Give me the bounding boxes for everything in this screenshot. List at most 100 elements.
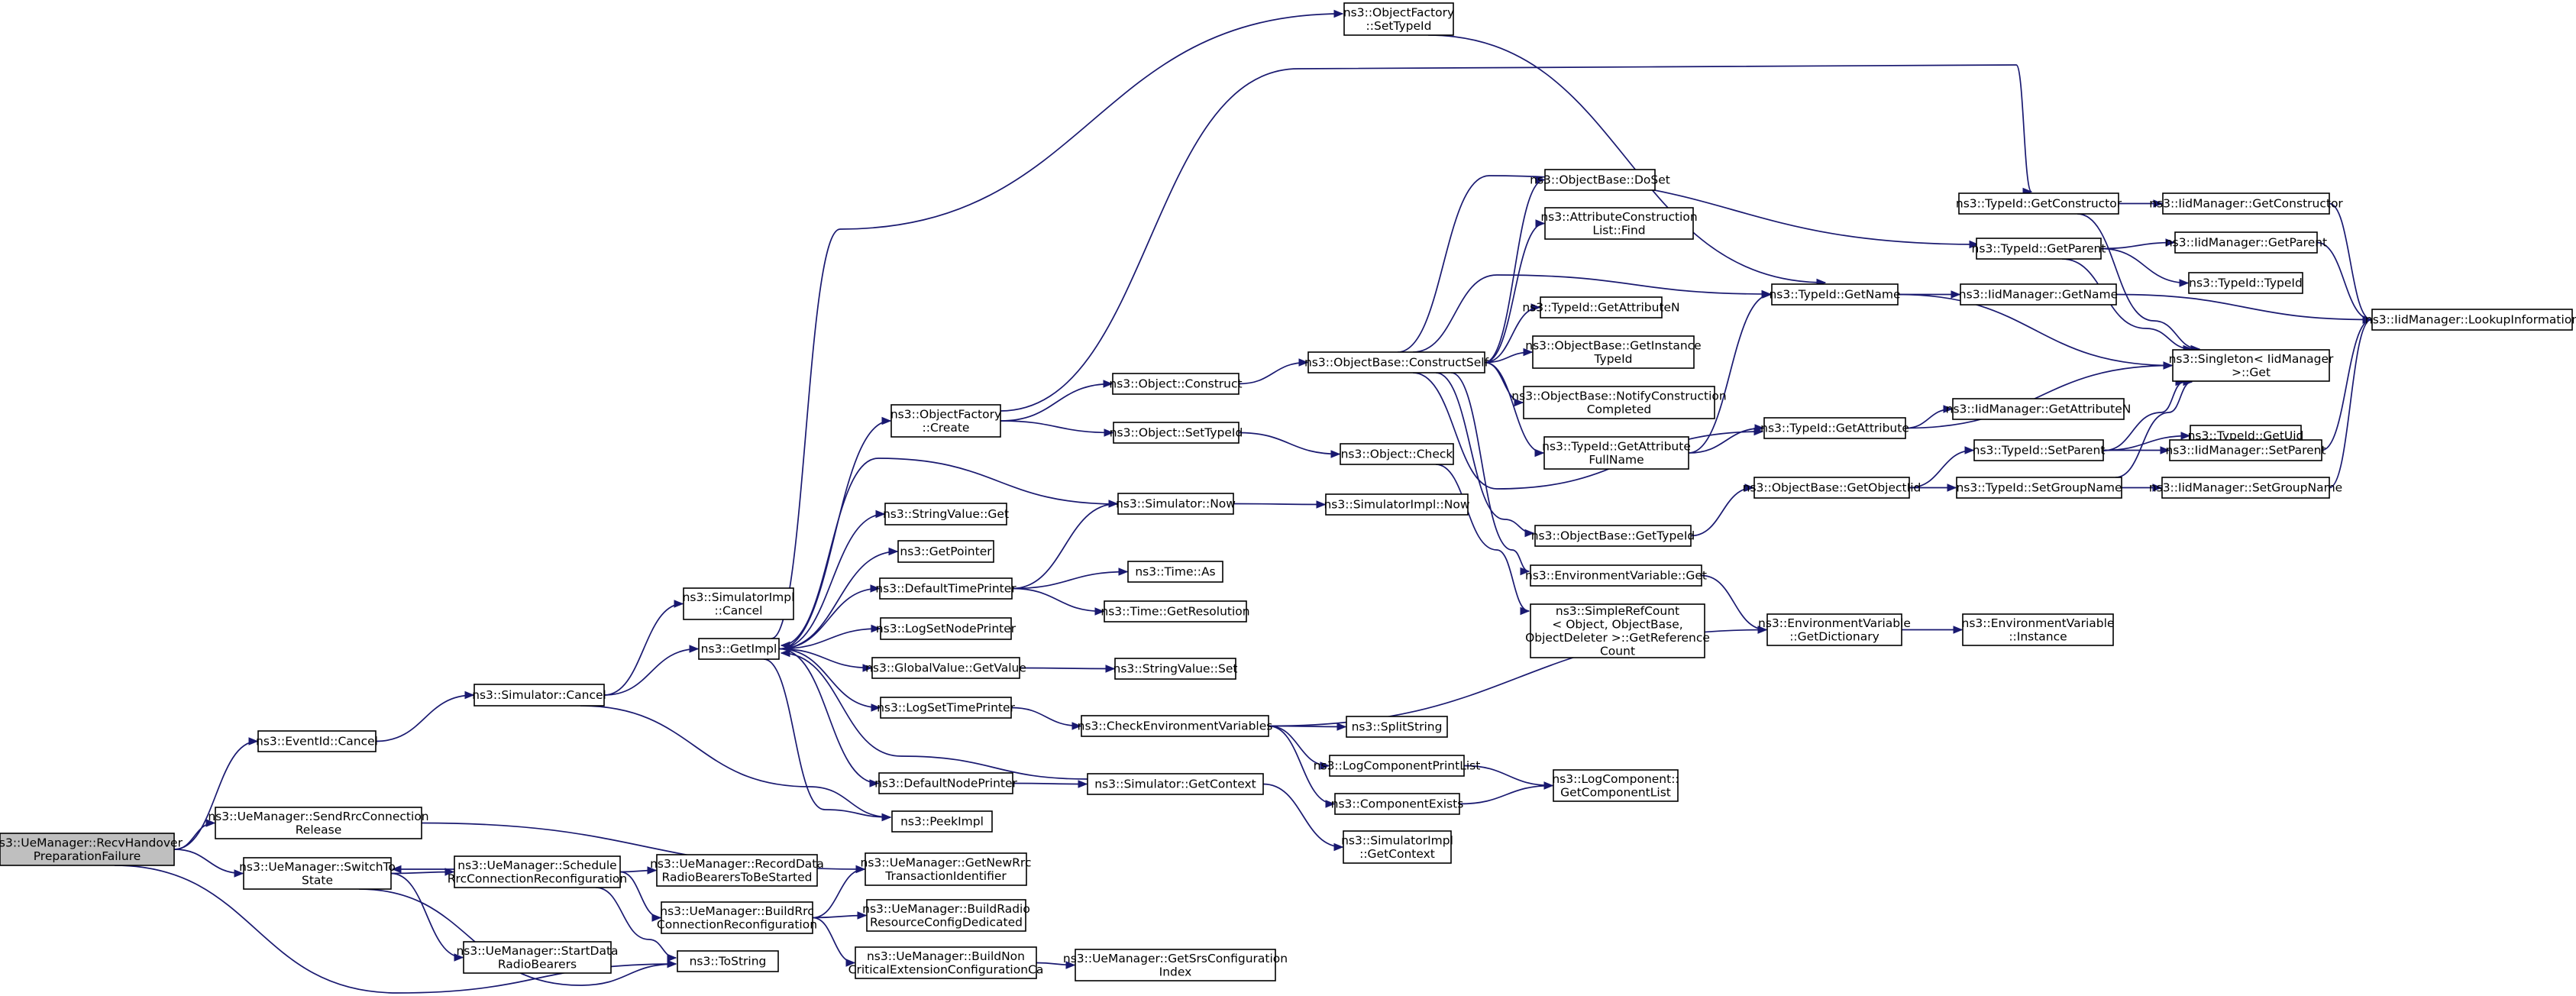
edge-line <box>1909 449 1974 489</box>
node-box <box>698 638 780 660</box>
node-iidsetgroupname[interactable]: ns3::IidManager::SetGroupName <box>2149 477 2342 499</box>
arrowhead <box>1333 9 1344 18</box>
node-simimplcancel[interactable]: ns3::SimulatorImpl::Cancel <box>683 587 795 620</box>
node-timegetres[interactable]: ns3::Time::GetResolution <box>1101 600 1250 622</box>
node-typeidgetattrn[interactable]: ns3::TypeId::GetAttributeN <box>1522 296 1680 319</box>
node-typeidgetname[interactable]: ns3::TypeId::GetName <box>1769 283 1901 306</box>
node-simcancel[interactable]: ns3::Simulator::Cancel <box>472 684 606 707</box>
edge-constructself-to-typeidgetattrn <box>1484 303 1541 364</box>
node-buildrrc[interactable]: ns3::UeManager::BuildRrcConnectionReconf… <box>657 901 817 934</box>
node-iidgetattrn[interactable]: ns3::IidManager::GetAttributeN <box>1946 398 2132 420</box>
arrowhead <box>2152 483 2163 492</box>
arrowhead <box>1316 500 1327 509</box>
node-simnow[interactable]: ns3::Simulator::Now <box>1116 493 1236 515</box>
arrowhead <box>1078 780 1088 788</box>
node-defaulttimeprinter[interactable]: ns3::DefaultTimePrinter <box>875 577 1017 600</box>
node-iidgetparent[interactable]: ns3::IidManager::GetParent <box>2165 231 2327 254</box>
node-logsetnodeprinter[interactable]: ns3::LogSetNodePrinter <box>876 617 1017 640</box>
node-notifyconst[interactable]: ns3::ObjectBase::NotifyConstructionCompl… <box>1511 386 1727 419</box>
node-label-line: ns3::IidManager::GetConstructor <box>2149 197 2343 211</box>
node-box <box>1766 613 1902 646</box>
node-iidgetconstructor[interactable]: ns3::IidManager::GetConstructor <box>2149 192 2343 215</box>
edge-constructself-to-typeidgetattrfull <box>1484 361 1545 458</box>
node-stringvalueget[interactable]: ns3::StringValue::Get <box>883 503 1009 525</box>
node-box <box>1325 493 1469 516</box>
arrowhead <box>1754 424 1765 432</box>
edge-layer <box>114 9 2373 994</box>
edge-line <box>1435 372 1534 534</box>
node-iidlookup[interactable]: ns3::IidManager::LookupInformation <box>2365 309 2576 331</box>
node-singletonget[interactable]: ns3::Singleton< IidManager >::Get <box>2169 349 2334 382</box>
node-typeidsetparent[interactable]: ns3::TypeId::SetParent <box>1973 439 2106 461</box>
node-box <box>1340 443 1454 465</box>
node-recv[interactable]: ns3::UeManager::RecvHandoverPreparationF… <box>0 833 183 866</box>
node-eventcancel[interactable]: ns3::EventId::Cancel <box>256 730 378 752</box>
node-getimpl[interactable]: ns3::GetImpl <box>698 638 780 660</box>
node-splitstring[interactable]: ns3::SplitString <box>1346 716 1448 738</box>
node-tostring[interactable]: ns3::ToString <box>677 950 779 972</box>
node-logcompprintlist[interactable]: ns3::LogComponentPrintList <box>1314 755 1481 777</box>
node-objcheck[interactable]: ns3::Object::Check <box>1340 443 1454 465</box>
node-checkenv[interactable]: ns3::CheckEnvironmentVariables <box>1078 715 1273 737</box>
edge-constructself-to-typeidgetparent <box>1397 175 1980 353</box>
node-box <box>243 857 392 890</box>
node-schedule[interactable]: ns3::UeManager::ScheduleRrcConnectionRec… <box>448 855 627 888</box>
edge-simcancel-to-getimpl <box>603 645 700 696</box>
node-typeidsetgroupname[interactable]: ns3::TypeId::SetGroupName <box>1956 477 2122 499</box>
node-objconstruct[interactable]: ns3::Object::Construct <box>1109 373 1243 395</box>
node-simplerefcount[interactable]: ns3::SimpleRefCount< Object, ObjectBase,… <box>1525 603 1710 658</box>
edge-buildrrc-to-buildnon <box>812 917 856 967</box>
node-box <box>855 946 1037 979</box>
edge-line <box>1011 571 1128 590</box>
node-simimplgetcontext[interactable]: ns3::SimulatorImpl::GetContext <box>1341 830 1453 864</box>
node-objbasegettypeid[interactable]: ns3::ObjectBase::GetTypeId <box>1531 525 1695 547</box>
node-getobjectiid[interactable]: ns3::ObjectBase::GetObjectIid <box>1743 477 1921 499</box>
node-typeidgetattr[interactable]: ns3::TypeId::GetAttribute <box>1760 417 1909 439</box>
node-objsettypeid[interactable]: ns3::Object::SetTypeId <box>1110 422 1243 444</box>
arrowhead <box>857 911 868 920</box>
node-iidgetname[interactable]: ns3::IidManager::GetName <box>1959 283 2118 306</box>
edge-iidgetparent-to-iidlookup <box>2316 241 2373 324</box>
arrowhead <box>870 584 881 593</box>
node-label-line: ns3::ObjectFactory <box>1343 5 1454 19</box>
edge-line <box>1459 784 1553 805</box>
node-globalvaluegetvalue[interactable]: ns3::GlobalValue::GetValue <box>865 657 1026 679</box>
node-timeas[interactable]: ns3::Time::As <box>1127 561 1223 583</box>
node-buildnon[interactable]: ns3::UeManager::BuildNonCriticalExtensio… <box>848 946 1044 979</box>
node-envgetdict[interactable]: ns3::EnvironmentVariable::GetDictionary <box>1758 613 1911 646</box>
node-envinstance[interactable]: ns3::EnvironmentVariable::Instance <box>1962 613 2115 646</box>
node-logsettimeprinter[interactable]: ns3::LogSetTimePrinter <box>877 697 1016 719</box>
node-getpointer[interactable]: ns3::GetPointer <box>897 540 994 563</box>
node-objfactcreate[interactable]: ns3::ObjectFactory::Create <box>890 404 1001 438</box>
node-simgetcontext[interactable]: ns3::Simulator::GetContext <box>1087 773 1264 795</box>
node-objfactsettypeid[interactable]: ns3::ObjectFactory::SetTypeId <box>1343 2 1454 36</box>
edge-line <box>1484 222 1545 364</box>
node-typeidtypeid[interactable]: ns3::TypeId::TypeId <box>2188 272 2303 294</box>
node-typeidgetparent[interactable]: ns3::TypeId::GetParent <box>1972 238 2106 260</box>
node-doset[interactable]: ns3::ObjectBase::DoSet <box>1530 169 1670 191</box>
node-typeidgetconstructor[interactable]: ns3::TypeId::GetConstructor <box>1956 192 2122 215</box>
node-stringvalueset[interactable]: ns3::StringValue::Set <box>1113 658 1238 680</box>
node-simimplnow[interactable]: ns3::SimulatorImpl::Now <box>1324 493 1470 516</box>
node-peekimpl[interactable]: ns3::PeekImpl <box>891 810 993 833</box>
node-iidsetparent[interactable]: ns3::IidManager::SetParent <box>2165 439 2326 461</box>
node-defaultnodeprinter[interactable]: ns3::DefaultNodePrinter <box>874 772 1018 794</box>
node-logcompgetlist[interactable]: ns3::LogComponent::GetComponentList <box>1552 769 1679 802</box>
node-envget[interactable]: ns3::EnvironmentVariable::Get <box>1525 564 1707 587</box>
node-buildradio[interactable]: ns3::UeManager::BuildRadioResourceConfig… <box>862 899 1030 932</box>
node-constructself[interactable]: ns3::ObjectBase::ConstructSelf <box>1304 351 1489 374</box>
node-compexists[interactable]: ns3::ComponentExists <box>1331 793 1464 815</box>
node-getnewrrc[interactable]: ns3::UeManager::GetNewRrcTransactionIden… <box>861 852 1032 886</box>
node-label-line: ns3::Object::Check <box>1341 448 1453 461</box>
node-box <box>1958 192 2119 215</box>
edge-getimpl-to-logsetnodeprinter <box>778 624 881 650</box>
node-recorddata[interactable]: ns3::UeManager::RecordDataRadioBearersTo… <box>650 854 824 887</box>
edge-getobjectiid-to-typeidsetparent <box>1909 446 1975 489</box>
